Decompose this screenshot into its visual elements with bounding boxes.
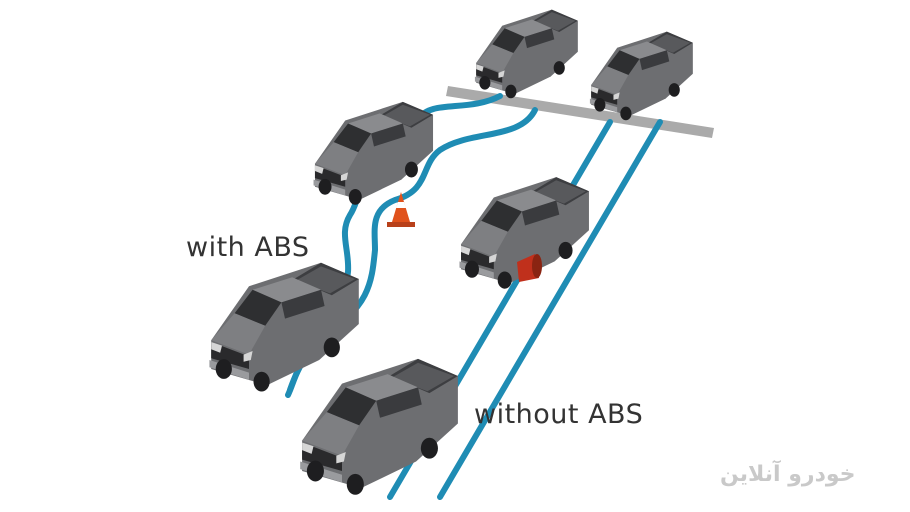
pickup-truck-icon <box>300 358 458 495</box>
road-stop-line <box>446 86 714 138</box>
traffic-cone-icon <box>387 192 415 227</box>
pickup-truck-icon <box>209 262 359 392</box>
without-abs-label: without ABS <box>474 399 644 430</box>
pickup-truck-icon <box>474 9 578 99</box>
traffic-cone-icon <box>517 254 542 282</box>
with-abs-label: with ABS <box>186 232 310 263</box>
watermark: خودرو آنلاین <box>720 462 856 487</box>
pickup-truck-icon <box>589 31 693 121</box>
